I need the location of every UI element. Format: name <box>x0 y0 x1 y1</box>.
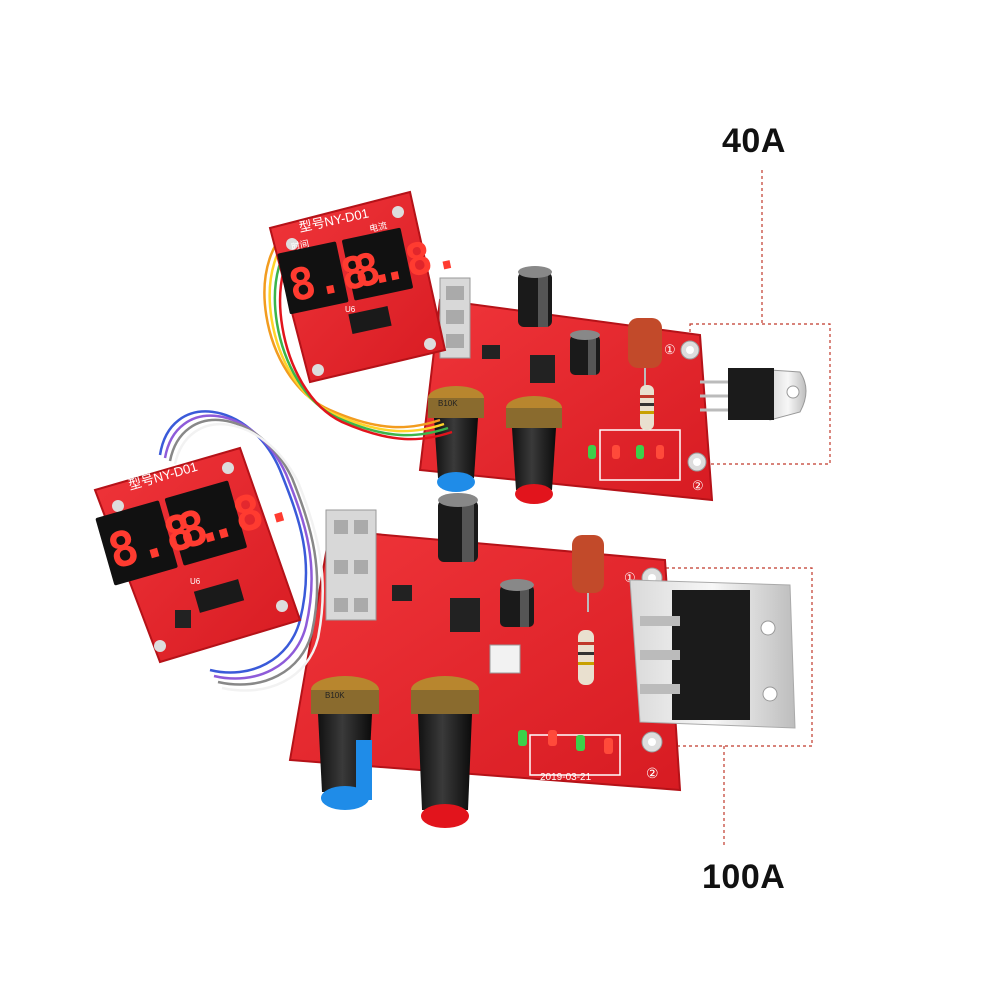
lower-main-board: ① ② 2019-03-21 <box>93 410 796 828</box>
lower-chip-label: U6 <box>190 577 201 586</box>
upper-knob-red <box>506 396 562 504</box>
lower-knob-red <box>411 676 479 828</box>
upper-terminal-block <box>439 277 471 359</box>
upper-caption-current: 电流 <box>368 219 388 234</box>
upper-marker-1: ① <box>664 342 676 357</box>
lower-resistor <box>578 630 594 685</box>
lower-marker-1: ① <box>624 570 636 585</box>
lower-display-board: 型号NY-D01 8.8. 8.8. U6 <box>93 446 302 664</box>
lower-leds <box>518 730 613 754</box>
lower-date-label: 2019-03-21 <box>540 772 592 783</box>
lower-display-diode <box>175 610 191 628</box>
lower-display-chip <box>193 579 245 613</box>
lower-pot-label-left: B10K <box>325 691 345 700</box>
upper-transistor <box>482 345 500 359</box>
lower-film-capacitor <box>572 535 604 612</box>
lower-knob-blue: B10K <box>311 676 379 810</box>
lower-capacitor-small <box>500 579 534 627</box>
upper-capacitor-large <box>518 266 552 327</box>
upper-ic <box>530 355 555 383</box>
upper-display-chip <box>348 306 392 334</box>
upper-capacitor-small <box>570 330 600 375</box>
label-40a: 40A <box>722 122 786 160</box>
upper-chip-label: U6 <box>345 305 356 314</box>
upper-thyristor <box>700 368 807 421</box>
lower-capacitor-large <box>438 493 478 562</box>
label-100a: 100A <box>702 858 786 896</box>
upper-main-board: ① ② <box>263 190 807 504</box>
lower-transistor <box>392 585 412 601</box>
upper-pot-label-left: B10K <box>438 399 458 408</box>
lower-optocoupler <box>489 644 521 674</box>
lower-marker-2: ② <box>646 765 659 781</box>
upper-leds <box>588 445 664 459</box>
lower-terminal-block <box>325 509 377 621</box>
callout-40a <box>689 170 831 465</box>
lower-ribbon-cable <box>158 410 324 692</box>
upper-display-board: 型号NY-D01 时间 电流 8.8. 8.8. U6 <box>268 190 463 384</box>
lower-ic <box>450 598 480 632</box>
upper-resistor <box>640 385 654 430</box>
upper-marker-2: ② <box>692 478 704 493</box>
lower-thyristor-module <box>629 579 796 729</box>
